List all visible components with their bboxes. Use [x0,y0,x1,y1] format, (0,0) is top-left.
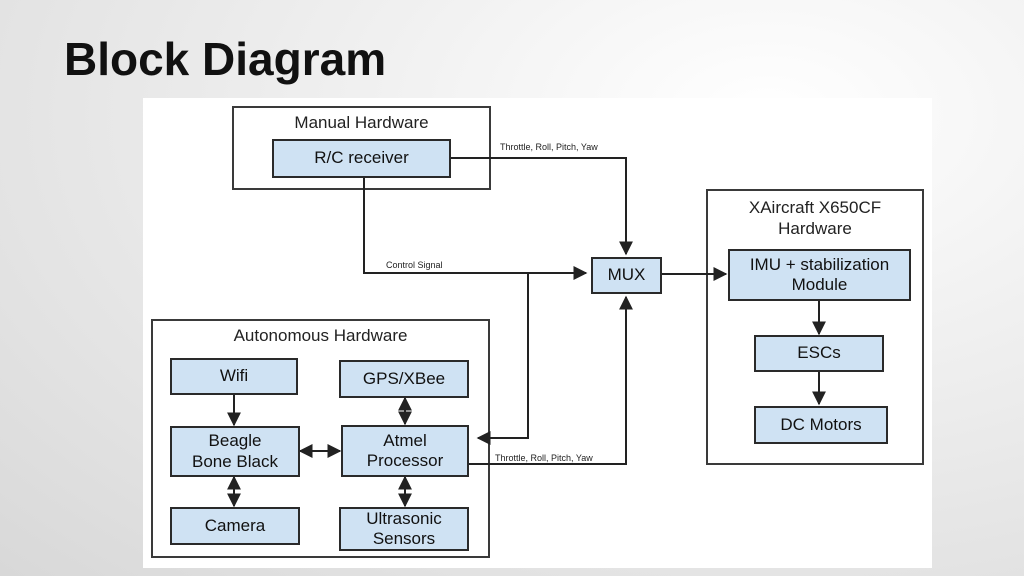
rc-receiver-block: R/C receiver [272,139,451,178]
autonomous-hardware-label: Autonomous Hardware [233,326,408,345]
rc-to-mux-edge-label: Throttle, Roll, Pitch, Yaw [500,142,598,152]
rc-to-mux-line [451,157,633,256]
atmel-processor-block: Atmel Processor [341,425,469,477]
slide-title: Block Diagram [64,33,387,85]
xaircraft-hardware-group: XAircraft X650CF Hardware [706,189,924,465]
manual-hardware-group: Manual Hardware [232,106,491,190]
control-signal-to-atmel-line [476,273,529,445]
atmel-to-mux-edge-label: Throttle, Roll, Pitch, Yaw [495,453,593,463]
control-signal-line [363,176,588,280]
gps-xbee-block: GPS/XBee [339,360,469,398]
dc-motors-block: DC Motors [754,406,888,444]
beagle-bone-black-block: Beagle Bone Black [170,426,300,477]
escs-block: ESCs [754,335,884,372]
atmel-to-mux-line [449,295,633,465]
manual-hardware-label: Manual Hardware [294,113,429,132]
wifi-block: Wifi [170,358,298,395]
camera-block: Camera [170,507,300,545]
xaircraft-hardware-label: XAircraft X650CF Hardware [748,198,882,239]
mux-block: MUX [591,257,662,294]
imu-stabilization-block: IMU + stabilization Module [728,249,911,301]
block-diagram: Manual Hardware Autonomous Hardware XAir… [143,98,932,568]
connection-lines [227,157,826,508]
ultrasonic-sensors-block: Ultrasonic Sensors [339,507,469,551]
control-signal-edge-label: Control Signal [386,260,443,270]
